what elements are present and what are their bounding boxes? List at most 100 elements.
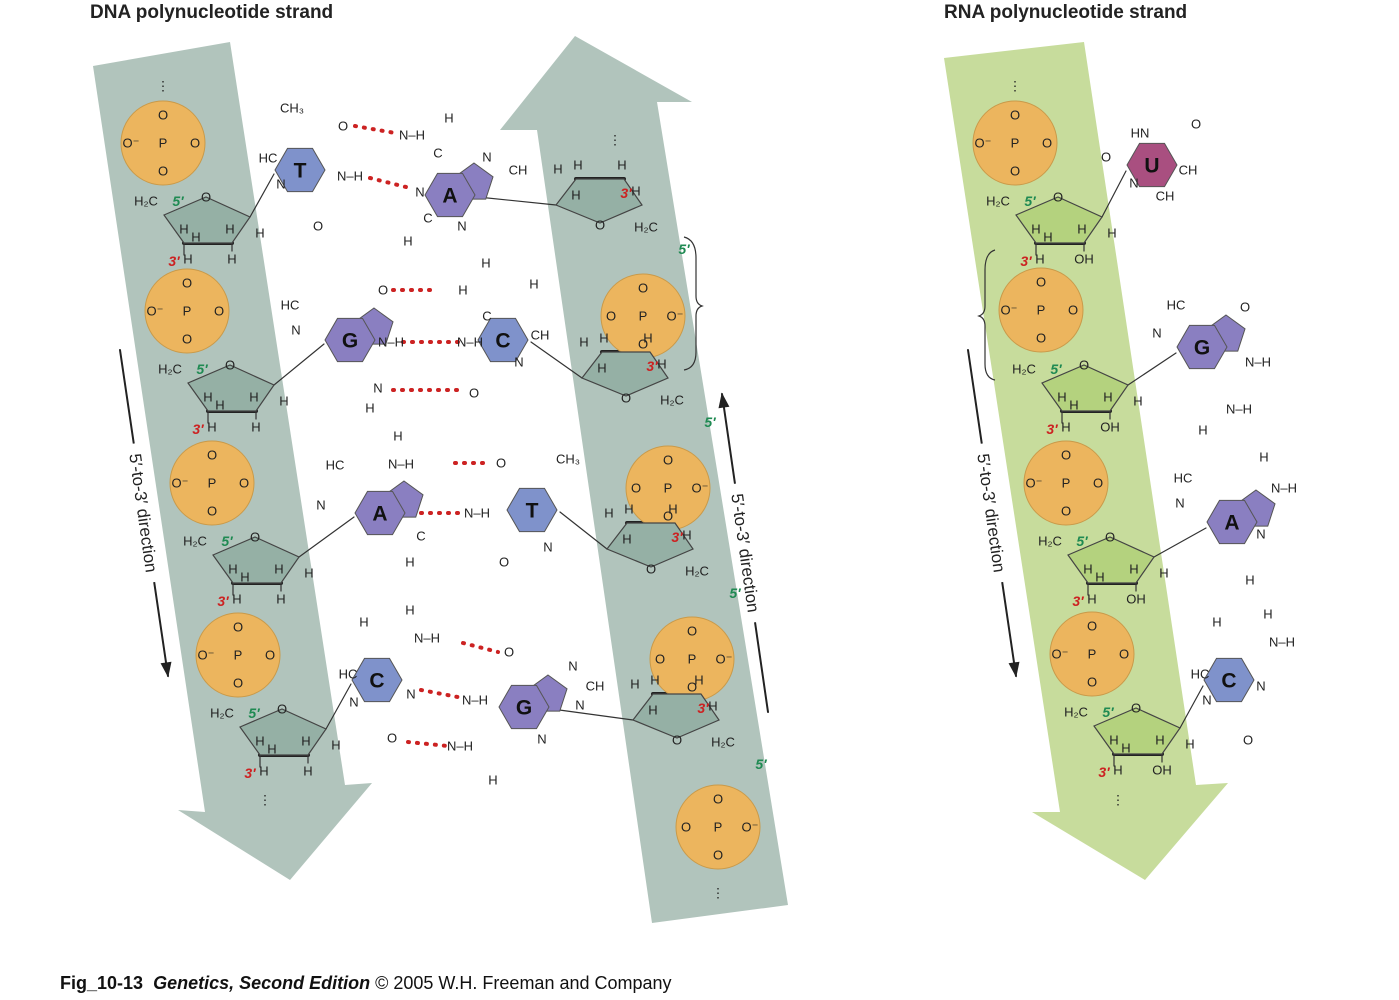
dna-right-base-C-ring-6 — [477, 317, 529, 363]
dna-right-sugar-4-h2c: H₂C — [711, 735, 735, 750]
rna-base-G-letter: G — [1194, 337, 1210, 360]
dna-left-glycosidic-bond-1 — [249, 173, 275, 218]
dna-base-atom-29: N — [514, 355, 523, 370]
dna-right-sugar-4-ring-o: O — [672, 733, 682, 748]
dna-left-sugar-1-h-far: H — [255, 226, 264, 241]
dna-left-phosphate-4-o-double: O — [265, 648, 275, 663]
dna-left-base-G-letter: G — [342, 330, 358, 353]
rna-sugar-2 — [1041, 364, 1129, 412]
rna-glycosidic-bond-2 — [1127, 352, 1177, 386]
dna-right-5prime-1: 5′ — [678, 241, 690, 257]
dna-base-atom-31: N — [316, 498, 325, 513]
publisher-credit: © 2005 W.H. Freeman and Company — [375, 973, 672, 993]
hydrogen-bond-10 — [406, 740, 450, 748]
rna-sugar-2-h-up: H — [1057, 390, 1066, 405]
book-title: Genetics, Second Edition — [153, 973, 371, 993]
rna-base-atom-16: N–H — [1271, 481, 1297, 496]
dna-base-atom-52: N–H — [447, 739, 473, 754]
dna-left-phosphate-3-o-bottom: O — [207, 504, 217, 519]
dna-left-5prime-3: 5′ — [221, 533, 233, 549]
rna-sugar-3-h-low: H — [1087, 592, 1096, 607]
dna-right-sugar-2-h-1: H — [579, 335, 588, 350]
dna-right-phosphate-2-o-top: O — [663, 453, 673, 468]
rna-sugar-2-h-far: H — [1133, 394, 1142, 409]
dna-left-sugar-2 — [187, 364, 275, 412]
dna-left-direction-label-gap — [139, 509, 147, 517]
dna-right-3prime-4: 3′ — [697, 700, 709, 716]
dna-right-sugar-1-h-1: H — [553, 162, 562, 177]
rna-phosphate-3-p: P — [1062, 476, 1071, 491]
rna-direction-label: 5′-to-3′ direction — [973, 452, 1008, 573]
dna-right-sugar-3-h-2: H — [624, 502, 633, 517]
dna-right-phosphate-1-o-double: O — [606, 309, 616, 324]
dna-left-sugar-2-h-low: H — [207, 420, 216, 435]
rna-5prime-2: 5′ — [1050, 361, 1062, 377]
hydrogen-bond-9 — [419, 688, 465, 700]
dna-base-atom-17: N — [291, 323, 300, 338]
dna-left-3prime-2: 3′ — [192, 421, 204, 437]
dna-right-sugar-3-ring-o: O — [646, 562, 656, 577]
dna-base-atom-36: O — [496, 456, 506, 471]
dna-base-atom-47: N — [406, 687, 415, 702]
dna-left-5prime-4: 5′ — [248, 705, 260, 721]
dna-left-base-A-ring-6 — [354, 490, 406, 536]
dna-right-sugar-4-h-1: H — [630, 677, 639, 692]
dna-left-sugar-2-h-up: H — [215, 398, 224, 413]
dna-base-atom-7: N–H — [399, 128, 425, 143]
dna-right-direction-label-gap — [741, 549, 749, 557]
dna-right-phosphate-4 — [675, 784, 761, 870]
dna-base-atom-32: N–H — [388, 457, 414, 472]
dna-left-sugar-1-h-right: H — [225, 222, 234, 237]
dna-strand-title: DNA polynucleotide strand — [90, 2, 334, 23]
dna-base-atom-44: H — [405, 603, 414, 618]
dna-left-sugar-4-h-up: H — [255, 734, 264, 749]
dna-base-atom-25: H — [529, 277, 538, 292]
dna-right-sugar-1-h-3: H — [617, 158, 626, 173]
dna-right-5prime-4: 5′ — [755, 756, 767, 772]
dna-left-sugar-1-ring-o: O — [201, 190, 211, 205]
dna-right-glycosidic-bond-2 — [530, 341, 583, 379]
dna-base-atom-27: N–H — [457, 335, 483, 350]
dna-left-sugar-3-h-far: H — [304, 566, 313, 581]
dna-left-phosphate-2-o-top: O — [182, 276, 192, 291]
rna-sugar-1-h-up: H — [1043, 230, 1052, 245]
dna-left-sugar-2-ring-o: O — [225, 358, 235, 373]
dna-base-atom-16: HC — [281, 298, 300, 313]
dna-base-atom-13: N — [457, 219, 466, 234]
dna-base-atom-26: CH — [531, 328, 550, 343]
rna-base-atom-17: N — [1256, 527, 1265, 542]
dna-right-phosphate-2-o-double: O — [631, 481, 641, 496]
dna-base-atom-39: O — [499, 555, 509, 570]
rna-sugar-2-oh: OH — [1100, 420, 1120, 435]
dna-left-3prime-1: 3′ — [168, 253, 180, 269]
dna-right-sugar-3-h2c: H₂C — [685, 564, 709, 579]
dna-base-atom-54: N — [537, 732, 546, 747]
dna-right-sugar-2-ring-o: O — [621, 391, 631, 406]
rna-phosphate-4-p: P — [1088, 647, 1097, 662]
rna-sugar-4-oh: OH — [1152, 763, 1172, 778]
dna-base-atom-41: H — [359, 615, 368, 630]
rna-phosphate-1-p: P — [1011, 136, 1020, 151]
dna-left-sugar-2-h-far: H — [279, 394, 288, 409]
rna-phosphate-3-o-minus: O⁻ — [1026, 476, 1043, 491]
rna-5prime-1: 5′ — [1024, 193, 1036, 209]
dna-left-chain-dots-top: ⋮ — [157, 79, 170, 94]
dna-right-sugar-2 — [581, 351, 669, 397]
dna-right-phosphate-3-o-minus: O⁻ — [716, 652, 733, 667]
dna-left-phosphate-2-o-bottom: O — [182, 332, 192, 347]
dna-left-sugar-3 — [212, 536, 300, 584]
rna-phosphate-2-o-top: O — [1036, 275, 1046, 290]
dna-right-sugar-1-h-5: H — [571, 188, 580, 203]
dna-left-phosphate-3 — [169, 440, 255, 526]
dna-right-sugar-3 — [606, 522, 694, 568]
dna-right-phosphate-4-o-minus: O⁻ — [742, 820, 759, 835]
rna-base-atom-21: N — [1202, 693, 1211, 708]
dna-base-atom-51: N–H — [462, 693, 488, 708]
dna-right-base-T-letter: T — [526, 500, 539, 523]
rna-base-atom-7: HC — [1167, 298, 1186, 313]
rna-chain-dots-top: ⋮ — [1009, 79, 1022, 94]
rna-sugar-4-h-up: H — [1109, 733, 1118, 748]
dna-base-atom-18: O — [378, 283, 388, 298]
dna-left-phosphate-4-p: P — [234, 648, 243, 663]
rna-sugar-1-oh: OH — [1074, 252, 1094, 267]
